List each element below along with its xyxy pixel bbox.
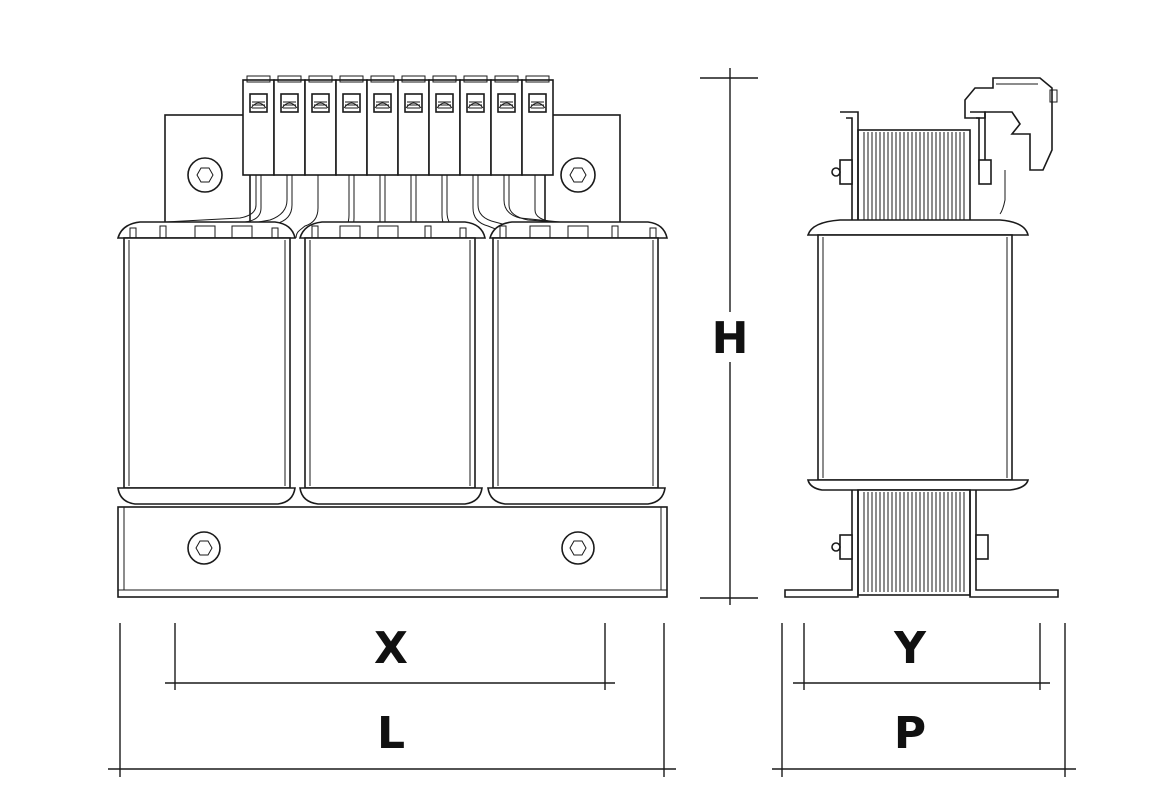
y-label: Y xyxy=(893,623,927,674)
y-dimension: Y xyxy=(793,623,1050,690)
length-label: L xyxy=(377,708,405,759)
mounting-hole-icon xyxy=(187,157,223,193)
terminal-icon xyxy=(490,75,523,176)
upper-lamination-stack xyxy=(831,111,992,229)
coil-middle xyxy=(299,237,483,505)
coil-top-rim-middle xyxy=(298,221,486,239)
terminal-icon xyxy=(428,75,461,176)
side-coil xyxy=(817,234,1013,481)
side-terminal-clip xyxy=(964,77,1053,171)
terminal-icon xyxy=(521,75,554,176)
coil-right xyxy=(487,237,666,505)
terminal-icon xyxy=(273,75,306,176)
terminal-icon xyxy=(366,75,399,176)
terminal-block xyxy=(242,75,554,176)
terminal-icon xyxy=(397,75,430,176)
top-bracket-right xyxy=(544,114,621,226)
coil-top-rim-right xyxy=(488,221,668,239)
terminal-icon xyxy=(335,75,368,176)
top-bracket-left xyxy=(164,114,251,226)
side-view xyxy=(784,77,1059,598)
depth-dimension: P xyxy=(772,623,1076,777)
x-dimension: X xyxy=(165,623,615,690)
front-view xyxy=(116,75,668,598)
coil-top-lugs xyxy=(129,225,657,238)
height-dimension: H xyxy=(700,68,758,605)
height-label: H xyxy=(712,313,749,364)
x-label: X xyxy=(374,623,408,674)
terminal-icon xyxy=(304,75,337,176)
depth-label: P xyxy=(894,708,926,759)
coil-left xyxy=(117,237,296,505)
terminal-icon xyxy=(242,75,275,176)
coil-top-rim-left xyxy=(116,221,296,239)
base-bracket xyxy=(117,506,668,598)
length-dimension: L xyxy=(108,623,676,777)
mounting-hole-icon xyxy=(560,157,596,193)
terminal-icon xyxy=(459,75,492,176)
mounting-hole-icon xyxy=(561,531,595,565)
lower-lamination-stack xyxy=(784,489,1059,598)
mounting-hole-icon xyxy=(187,531,221,565)
